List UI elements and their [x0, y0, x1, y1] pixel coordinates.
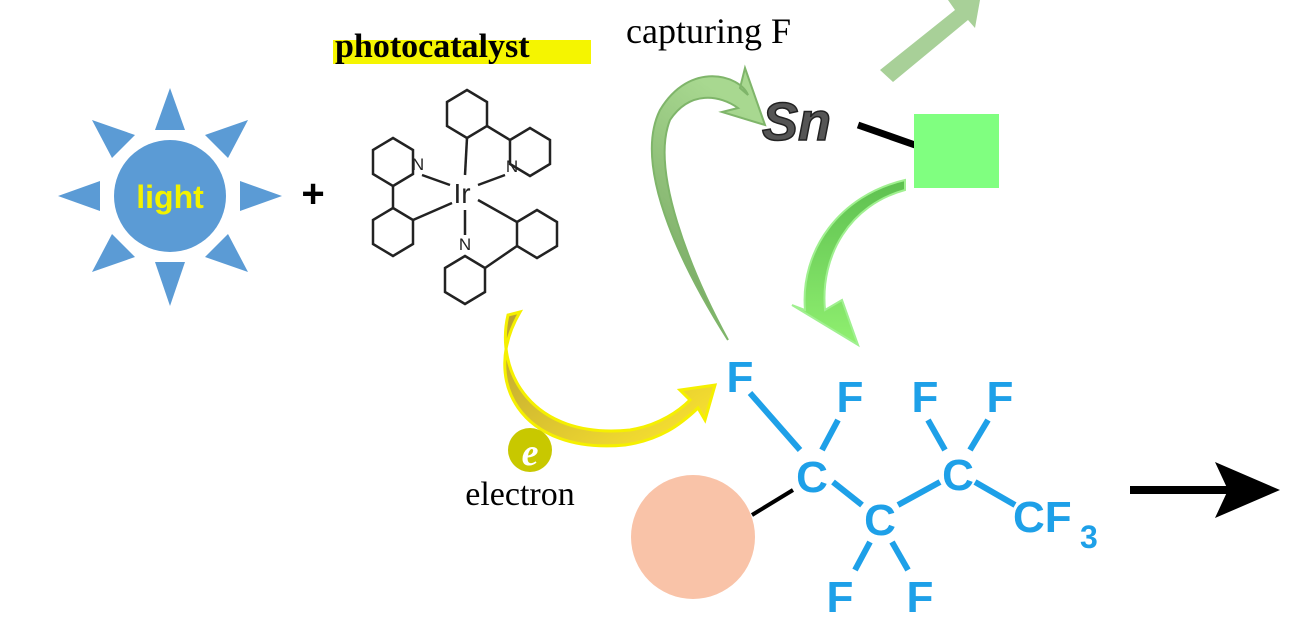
electron-transfer-arrow [503, 309, 718, 448]
diagonal-arrow [880, 0, 980, 82]
trifluoromethyl-subscript: 3 [1080, 519, 1098, 555]
fluorine-atom: F [987, 373, 1014, 422]
electron-symbol: e [522, 432, 539, 474]
iridium-label: Ir [453, 178, 470, 209]
fluorine-atom: F [912, 373, 939, 422]
fluorine-atom: F [827, 573, 854, 622]
substrate-bond [750, 488, 795, 517]
fluorine-atom: F [837, 373, 864, 422]
fluorine-capture-arrow [650, 64, 767, 341]
fluorocarbon-bonds [747, 391, 1017, 572]
electron-label: electron [465, 476, 575, 513]
trifluoromethyl-label: CF [1013, 493, 1072, 542]
electron-badge [508, 428, 552, 472]
carbon-atom: C [942, 451, 974, 500]
nitrogen-label: N [506, 157, 518, 176]
tin-bond [856, 121, 917, 149]
fluorine-atom: F [907, 573, 934, 622]
iridium-complex-structure [371, 88, 559, 306]
tin-label: Sn [762, 92, 831, 152]
green-return-arrow [791, 178, 906, 348]
light-label: light [136, 179, 204, 215]
carbon-atom: C [864, 496, 896, 545]
capturing-label: capturing F [626, 11, 791, 51]
nitrogen-label: N [412, 155, 424, 174]
carbon-atom: C [796, 453, 828, 502]
green-group-box [914, 114, 999, 188]
plus-sign: + [301, 172, 324, 216]
nitrogen-label: N [459, 235, 471, 254]
highlight-bar [333, 40, 591, 64]
fluorine-atom: F [727, 353, 754, 402]
sun-icon: light [58, 88, 282, 306]
reaction-arrow-icon [1130, 462, 1280, 518]
photocatalyst-label: photocatalyst [335, 28, 530, 65]
substrate-circle [631, 475, 755, 599]
